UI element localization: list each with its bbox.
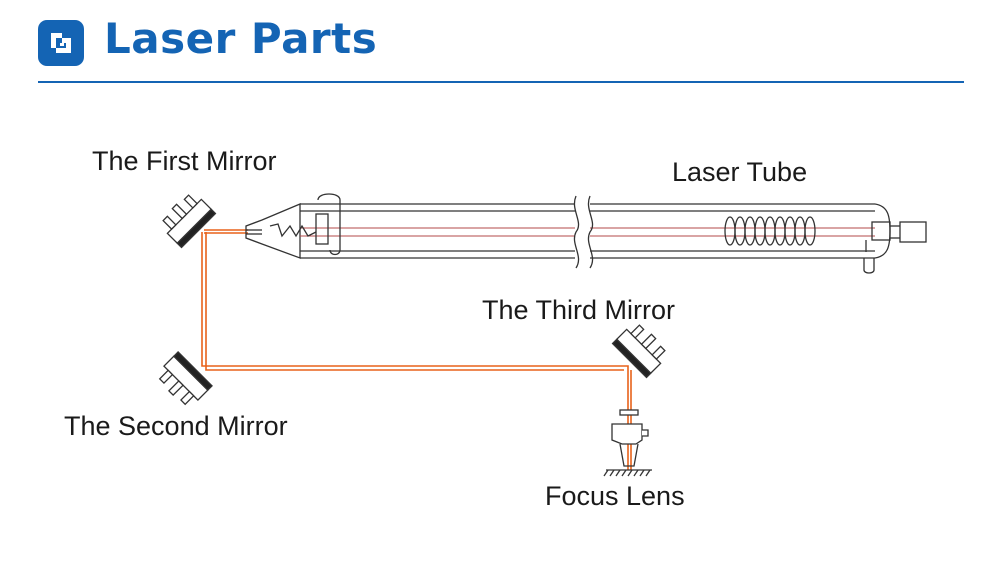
focus-lens (603, 409, 652, 477)
label-first-mirror: The First Mirror (92, 146, 277, 176)
label-laser-tube: Laser Tube (672, 157, 808, 187)
third-mirror (611, 324, 666, 379)
laser-beam (201, 229, 632, 470)
header-divider (38, 81, 964, 83)
second-mirror (158, 351, 213, 406)
water-coil (724, 216, 816, 246)
first-mirror (162, 194, 217, 249)
header: Laser Parts (38, 14, 964, 84)
label-focus-lens: Focus Lens (545, 481, 685, 511)
brand-logo-icon (38, 20, 84, 66)
laser-tube (245, 193, 927, 274)
page-title: Laser Parts (104, 14, 378, 63)
label-second-mirror: The Second Mirror (64, 411, 288, 441)
label-third-mirror: The Third Mirror (482, 295, 676, 325)
